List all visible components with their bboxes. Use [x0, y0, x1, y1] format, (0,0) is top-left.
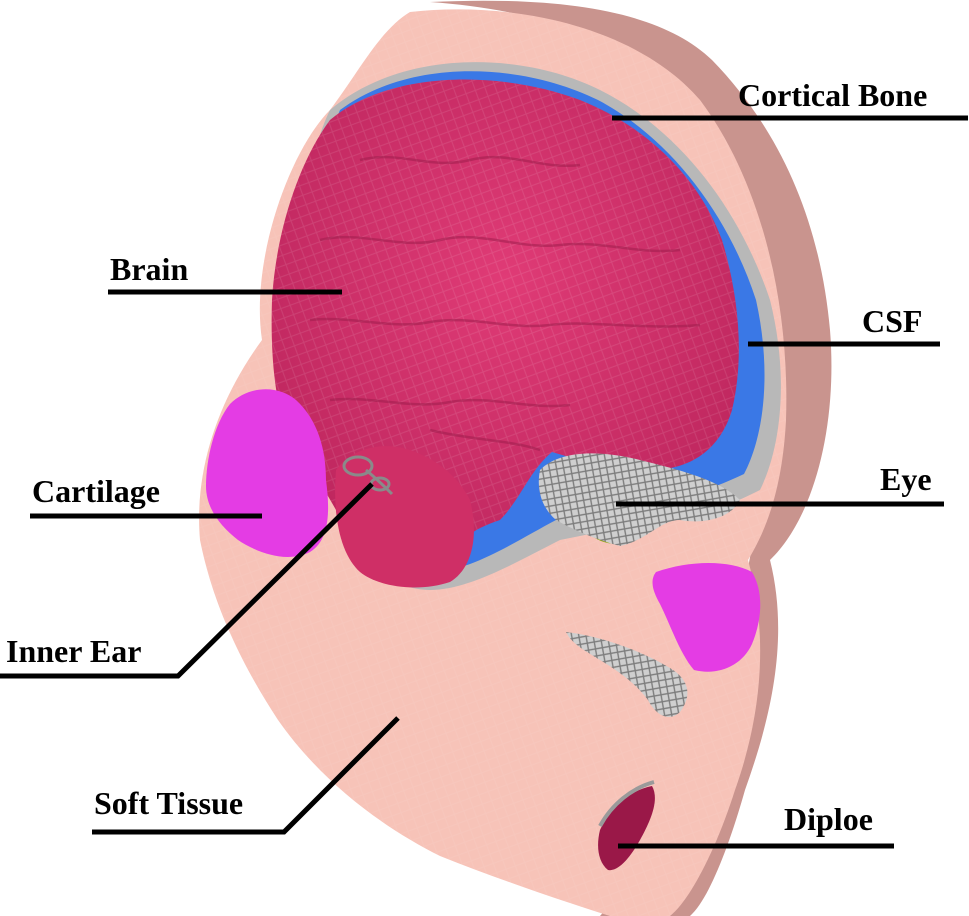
label-csf: CSF — [862, 303, 922, 339]
label-eye: Eye — [880, 461, 932, 497]
label-cartilage: Cartilage — [32, 473, 160, 509]
label-soft-tissue: Soft Tissue — [94, 785, 243, 821]
label-cortical-bone: Cortical Bone — [738, 77, 927, 113]
label-diploe: Diploe — [784, 801, 873, 837]
label-brain: Brain — [110, 251, 188, 287]
label-inner-ear: Inner Ear — [6, 633, 141, 669]
